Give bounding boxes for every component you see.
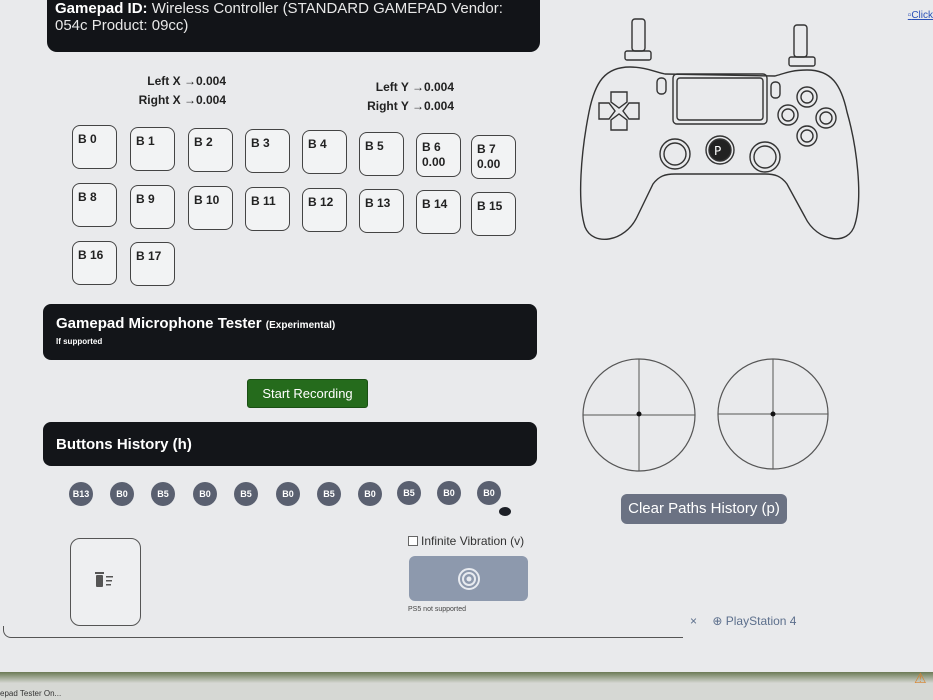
button-box-b1: B 1 — [130, 127, 175, 171]
button-box-b12: B 12 — [302, 188, 347, 232]
dpad-icon — [598, 91, 640, 131]
controller-type-selector[interactable]: × ⊕ PlayStation 4 — [690, 614, 796, 628]
share-button-icon — [656, 77, 667, 95]
close-icon[interactable]: × — [690, 614, 698, 628]
buttons-history-panel: Buttons History (h) — [43, 422, 537, 466]
right-x-readout: Right X →0.004 — [138, 93, 226, 107]
button-box-b4: B 4 — [302, 130, 347, 174]
infinite-vibration-label: Infinite Vibration (v) — [421, 534, 525, 548]
left-trigger-icon — [631, 18, 646, 52]
history-chip: B0 — [477, 481, 501, 505]
cross-button-icon — [796, 125, 818, 147]
svg-text:P: P — [714, 144, 721, 158]
history-chip: B5 — [317, 482, 341, 506]
left-stick-axes: Left X →0.004 Right X →0.004 — [120, 72, 226, 110]
left-stick-plot — [582, 358, 696, 472]
mic-tester-panel: Gamepad Microphone Tester (Experimental)… — [43, 304, 537, 360]
broken-image-icon: ▫ — [907, 10, 912, 21]
mic-tester-subtitle: If supported — [56, 337, 103, 346]
broken-image-link[interactable]: ▫Click — [907, 10, 933, 21]
history-chip: B0 — [193, 482, 217, 506]
taskbar-item[interactable]: epad Tester On... — [0, 689, 62, 698]
right-bumper-icon — [788, 56, 816, 67]
right-stick-plot — [717, 358, 829, 470]
gamepad-id-banner: Gamepad ID: Wireless Controller (STANDAR… — [47, 0, 540, 52]
infinite-vibration-checkbox[interactable] — [408, 536, 418, 546]
button-box-b10: B 10 — [188, 186, 233, 230]
history-chip: B5 — [151, 482, 175, 506]
options-button-icon — [770, 81, 781, 99]
controller-diagram: P — [579, 18, 860, 241]
infinite-vibration-option[interactable]: Infinite Vibration (v) — [408, 534, 524, 548]
button-box-b15: B 15 — [471, 192, 516, 236]
buttons-history-title: Buttons History (h) — [56, 436, 192, 453]
left-x-readout: Left X →0.004 — [147, 74, 226, 88]
mic-tester-title: Gamepad Microphone Tester (Experimental) — [56, 315, 336, 332]
start-recording-button[interactable]: Start Recording — [247, 379, 368, 408]
ps-button-icon — [705, 135, 735, 165]
clear-paths-history-button[interactable]: Clear Paths History (p) — [621, 494, 787, 524]
touchpad-icon — [672, 73, 768, 125]
button-box-b11: B 11 — [245, 187, 290, 231]
button-box-b0: B 0 — [72, 125, 117, 169]
circle-button-icon — [815, 107, 837, 129]
vibration-icon — [458, 568, 480, 590]
history-chip: B0 — [437, 481, 461, 505]
history-chip: B5 — [234, 482, 258, 506]
left-y-readout: Left Y →0.004 — [375, 80, 454, 94]
right-trigger-icon — [793, 24, 808, 58]
clear-history-button[interactable] — [70, 538, 141, 626]
button-box-b3: B 3 — [245, 129, 290, 173]
right-stick-axes: Left Y →0.004 Right Y →0.004 — [350, 78, 454, 116]
button-box-b13: B 13 — [359, 189, 404, 233]
history-indicator-dot — [499, 507, 511, 516]
button-box-b5: B 5 — [359, 132, 404, 176]
history-chip: B13 — [69, 482, 93, 506]
warning-icon[interactable]: ⚠ — [914, 670, 927, 686]
os-taskbar — [0, 672, 933, 700]
experimental-badge: (Experimental) — [265, 320, 336, 331]
gamepad-id-value: Wireless Controller (STANDARD GAMEPAD Ve… — [55, 0, 503, 34]
right-y-readout: Right Y →0.004 — [367, 99, 454, 113]
left-stick-position-dot — [636, 411, 642, 417]
button-box-b2: B 2 — [188, 128, 233, 172]
left-bumper-icon — [624, 50, 652, 61]
button-box-b14: B 14 — [416, 190, 461, 234]
ps4-tab-icon: ⊕ — [712, 614, 723, 628]
trash-icon — [95, 572, 113, 587]
button-box-b17: B 17 — [130, 242, 175, 286]
history-chip: B0 — [358, 482, 382, 506]
gamepad-id-label: Gamepad ID: — [55, 0, 148, 17]
button-box-b16: B 16 — [72, 241, 117, 285]
history-chip: B5 — [397, 481, 421, 505]
content-frame-edge — [3, 626, 683, 638]
vibration-test-button[interactable] — [409, 556, 528, 601]
square-button-icon — [777, 104, 799, 126]
ps4-tab-label[interactable]: PlayStation 4 — [725, 614, 797, 628]
right-stick-position-dot — [770, 411, 776, 417]
triangle-button-icon — [796, 86, 818, 108]
history-chip: B0 — [110, 482, 134, 506]
controller-body-outline — [579, 66, 860, 241]
button-box-b8: B 8 — [72, 183, 117, 227]
history-chip: B0 — [276, 482, 300, 506]
button-box-b9: B 9 — [130, 185, 175, 229]
right-stick-icon — [749, 141, 781, 173]
ps5-not-supported-note: PS5 not supported — [408, 606, 466, 613]
left-stick-icon — [659, 138, 691, 170]
